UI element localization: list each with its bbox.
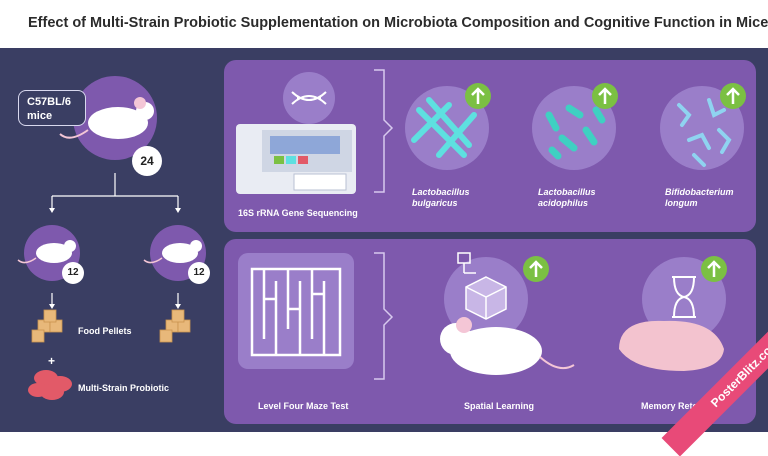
- increase-arrow-icon-3: [720, 83, 746, 109]
- title-bar: Effect of Multi-Strain Probiotic Supplem…: [0, 0, 768, 48]
- increase-arrow-icon-4: [523, 256, 549, 282]
- dna-icon: [291, 91, 327, 105]
- increase-arrow-icon-2: [592, 83, 618, 109]
- maze-test-label: Level Four Maze Test: [258, 401, 349, 411]
- increase-arrow-icon-5: [701, 256, 727, 282]
- food-pellets-label: Food Pellets: [78, 326, 132, 336]
- maze-icon: [250, 267, 342, 357]
- spatial-learning-label: Spatial Learning: [464, 401, 535, 411]
- sequencing-graphics: [236, 69, 746, 194]
- probiotic-pills-icon: [28, 370, 72, 400]
- hourglass-icon: [672, 276, 696, 318]
- memory-retention-label: Memory Retention: [641, 401, 720, 411]
- increase-arrow-icon-1: [465, 83, 491, 109]
- bulgaricus-circle: [405, 86, 489, 170]
- mice-strain-label: C57BL/6 mice: [18, 90, 86, 126]
- mouse-icon-spatial: [440, 317, 575, 375]
- longum-bacteria-icon: [677, 98, 732, 167]
- sequencer-machine-icon: [236, 124, 356, 194]
- flowchart-icon: [457, 252, 476, 274]
- cognition-graphics: [238, 252, 727, 380]
- group-a-count-badge: 12: [62, 262, 84, 284]
- food-pellets-icon-a: [31, 309, 63, 343]
- group-b-count-badge: 12: [188, 262, 210, 284]
- total-count-badge: 24: [132, 146, 162, 176]
- maze-box: [238, 253, 354, 369]
- plus-sign: +: [48, 354, 56, 368]
- food-pellets-icon-b: [159, 309, 191, 343]
- sequencing-label: 16S rRNA Gene Sequencing: [238, 208, 358, 218]
- mouse-icon-main: [59, 97, 154, 139]
- brain-icon: [619, 320, 724, 371]
- cube-icon: [465, 276, 507, 320]
- page-title: Effect of Multi-Strain Probiotic Supplem…: [28, 15, 768, 31]
- dna-circle: [283, 72, 335, 124]
- probiotic-label: Multi-Strain Probiotic: [78, 383, 169, 393]
- bulgaricus-bacteria-icon: [411, 97, 477, 158]
- acidophilus-bacteria-icon: [545, 104, 606, 160]
